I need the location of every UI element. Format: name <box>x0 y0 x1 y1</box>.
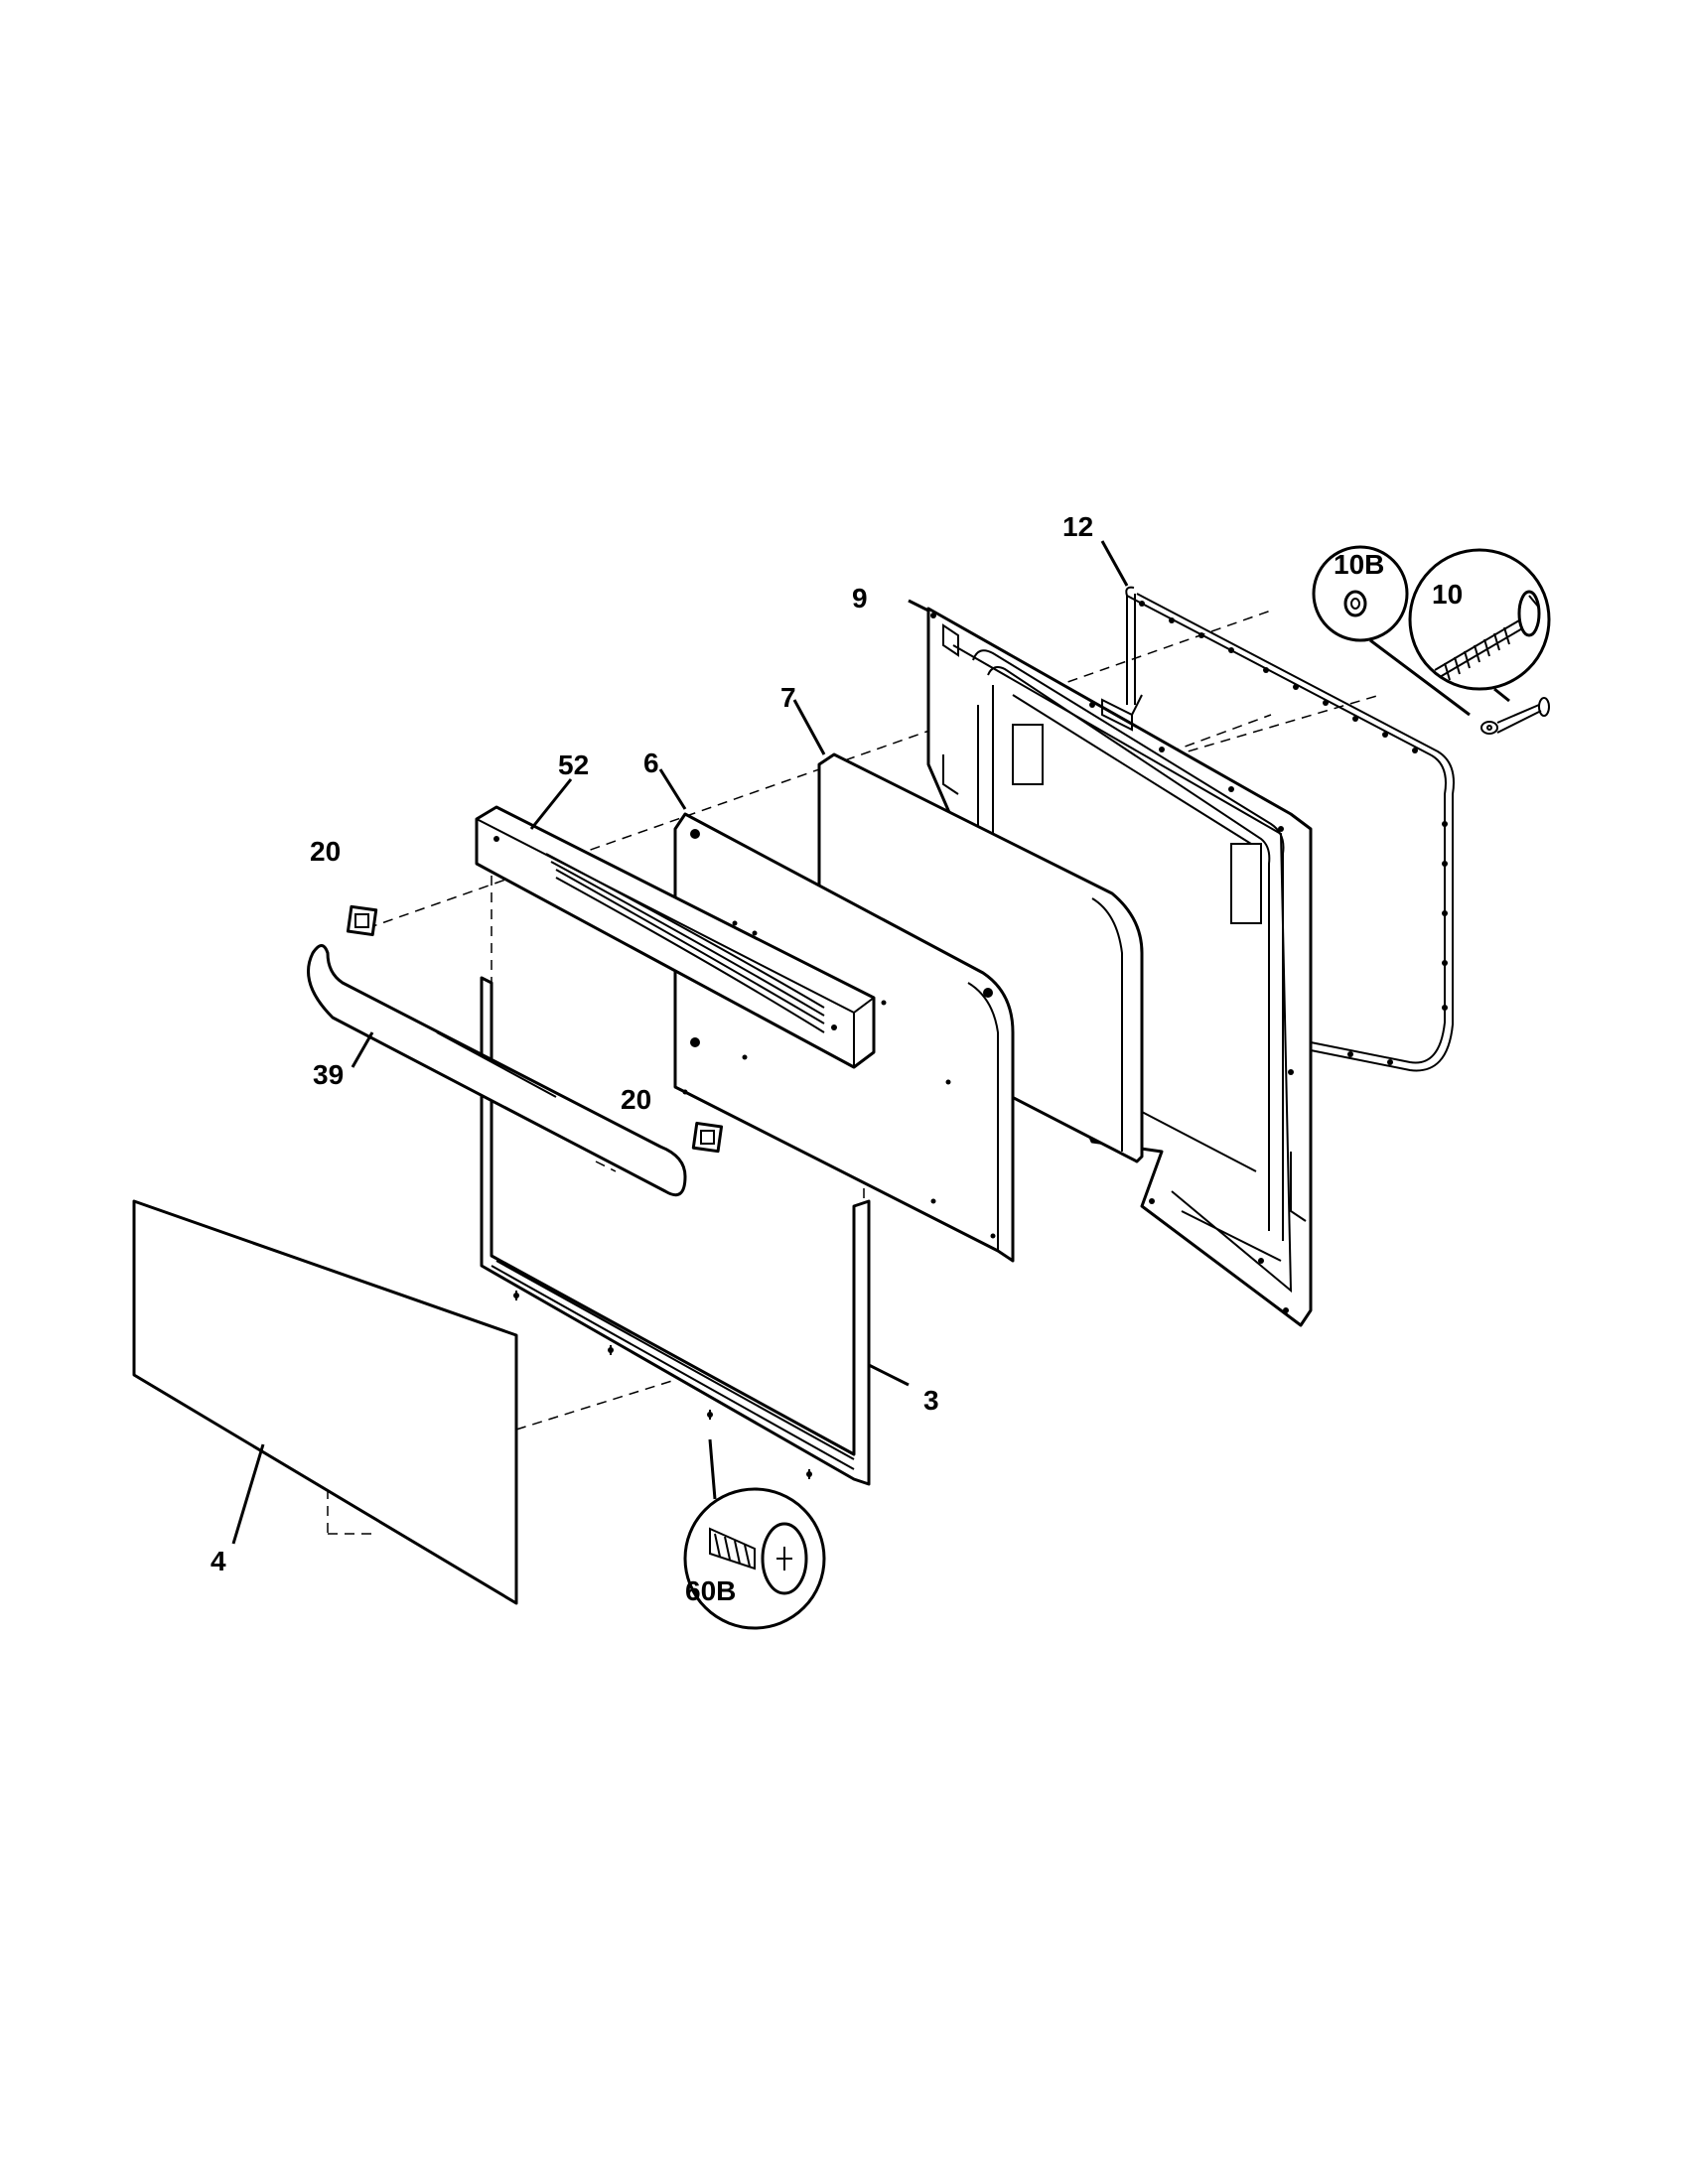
insulation-pad <box>817 752 1144 1163</box>
hinge-screw-detail <box>1408 548 1551 703</box>
callout-20-left: 20 <box>310 836 341 867</box>
callout-52: 52 <box>558 750 589 780</box>
callout-3: 3 <box>923 1385 939 1416</box>
outer-glass <box>132 1199 518 1605</box>
callout-9: 9 <box>852 583 868 614</box>
callout-20-right: 20 <box>621 1084 651 1115</box>
callout-10b: 10B <box>1334 549 1384 580</box>
handle-endcap-right-part <box>691 1121 724 1154</box>
callout-12: 12 <box>1062 511 1093 542</box>
callout-6: 6 <box>643 748 659 778</box>
handle-endcap-left-part <box>346 904 378 937</box>
door-trim-top <box>475 805 876 1069</box>
callout-60b: 60B <box>685 1575 736 1606</box>
door-liner-frame <box>480 976 871 1486</box>
screw-detail <box>683 1438 826 1630</box>
callout-7: 7 <box>780 682 796 713</box>
callout-10: 10 <box>1432 579 1463 610</box>
hinge-hardware <box>1480 697 1550 735</box>
door-handle <box>307 944 687 1197</box>
callout-39: 39 <box>313 1059 344 1090</box>
hinge-washer-detail <box>1312 545 1471 717</box>
leader-lines <box>231 540 1129 1545</box>
door-gasket <box>1125 586 1455 1072</box>
callout-4: 4 <box>211 1546 226 1576</box>
callout-labels: 12 9 10B 10 7 6 52 20 20 39 3 4 60B <box>211 511 1463 1606</box>
